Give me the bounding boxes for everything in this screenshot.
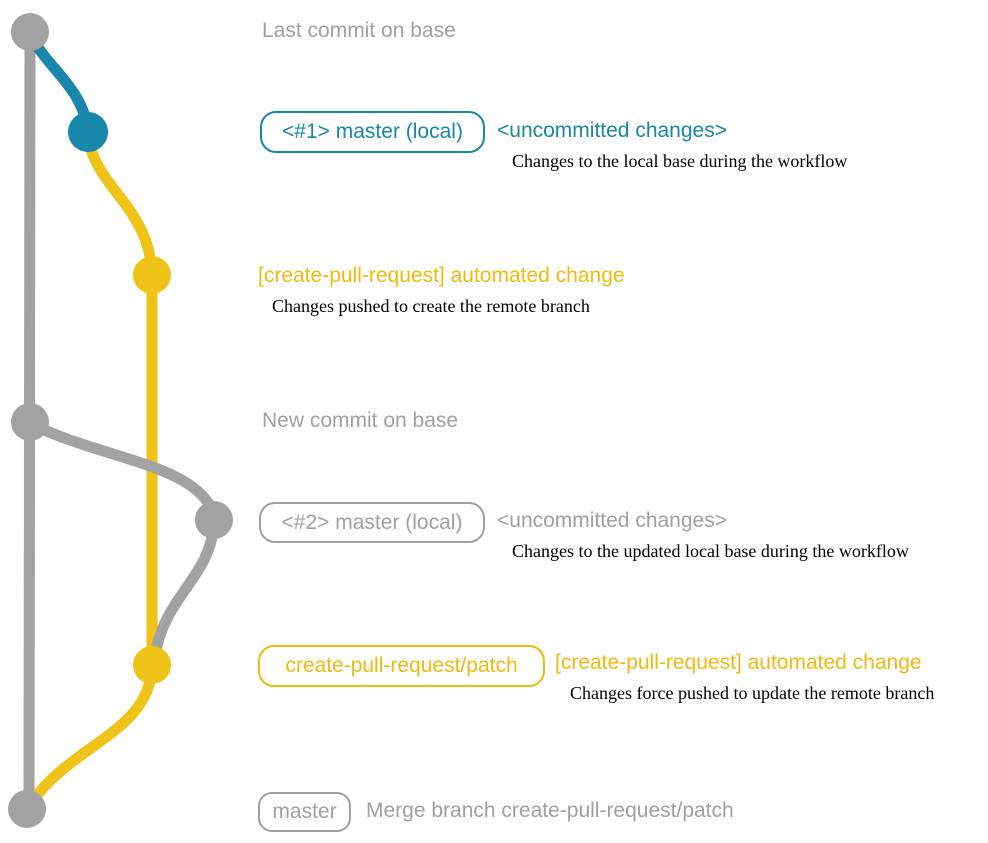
local-master-2-line-upper: [28, 419, 220, 517]
patch-branch-line: [27, 133, 158, 806]
commit-node-automated-change-2: [133, 646, 171, 684]
commit-node-local-master-2: [195, 501, 233, 539]
master-local-1-badge: <#1> master (local): [260, 111, 485, 153]
updated-local-base-changes-desc: Changes to the updated local base during…: [512, 541, 909, 561]
merge-branch-label: Merge branch create-pull-request/patch: [366, 799, 734, 822]
cpr-patch-branch-badge: create-pull-request/patch: [258, 645, 545, 687]
commit-node-local-master-1: [68, 112, 108, 152]
master-branch-badge: master: [258, 792, 351, 832]
uncommitted-changes-2-label: <uncommitted changes>: [497, 509, 727, 532]
local-base-changes-desc: Changes to the local base during the wor…: [512, 151, 848, 171]
commit-node-merge: [8, 790, 46, 828]
automated-change-2-label: [create-pull-request] automated change: [555, 651, 922, 674]
automated-change-1-label: [create-pull-request] automated change: [258, 264, 625, 287]
force-push-desc: Changes force pushed to update the remot…: [570, 683, 935, 703]
commit-node-new-base: [11, 403, 49, 441]
new-commit-label: New commit on base: [262, 409, 459, 432]
last-commit-label: Last commit on base: [262, 19, 456, 42]
uncommitted-changes-1-label: <uncommitted changes>: [497, 119, 727, 142]
master-local-2-badge: <#2> master (local): [259, 502, 485, 543]
push-create-desc: Changes pushed to create the remote bran…: [272, 296, 590, 316]
commit-node-last-base: [11, 13, 49, 51]
local-master-2-line-lower: [148, 521, 220, 663]
commit-node-automated-change-1: [133, 256, 171, 294]
